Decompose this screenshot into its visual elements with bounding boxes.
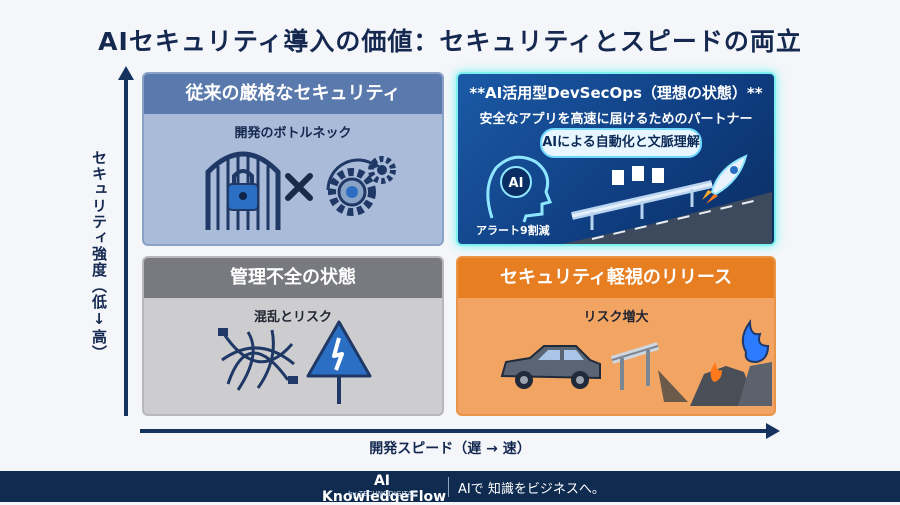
quadrant-title: 管理不全の状態 (144, 258, 442, 298)
brand-logo: AI KnowledgeFlow (322, 473, 447, 505)
quadrant-title: 従来の厳格なセキュリティ (144, 74, 442, 114)
footer-tagline: AIで 知識をビジネスへ。 (458, 482, 605, 497)
broken-guardrail-icon (610, 342, 688, 402)
ai-badge: AI (509, 176, 524, 191)
footer-bar: AI KnowledgeFlow by TECHNODIGITAL AIで 知識… (0, 471, 900, 505)
quadrant-security-neglected: セキュリティ軽視のリリース リスク増大 (456, 256, 776, 416)
quadrant-subtitle: 混乱とリスク (253, 310, 332, 325)
y-axis (124, 78, 128, 416)
quadrant-title: **AI活用型DevSecOps（理想の状態）** (469, 84, 763, 102)
quadrant-traditional-security: 従来の厳格なセキュリティ 開発のボトルネック (142, 72, 444, 246)
ai-head-icon: AI (486, 155, 553, 223)
quadrant-ai-devsecops: **AI活用型DevSecOps（理想の状態）** 安全なアプリを高速に届けるた… (456, 72, 776, 246)
rocket-icon (702, 154, 748, 204)
page-title: AIセキュリティ導入の価値：セキュリティとスピードの両立 (98, 27, 802, 56)
x-axis-label: 開発スピード（遅 → 速） (369, 441, 531, 457)
y-axis-label: セキュリティ強度（低↓高） (90, 150, 108, 361)
quadrant-title: セキュリティ軽視のリリース (458, 258, 774, 298)
locked-gate-icon (205, 151, 281, 230)
quadrant-subtitle: 開発のボトルネック (234, 126, 352, 141)
car-icon (500, 345, 601, 389)
footer-divider (448, 477, 449, 497)
gear-icon (326, 156, 396, 216)
fire-cliff-icon (690, 318, 772, 406)
tangled-cables-icon (218, 328, 298, 391)
y-axis-arrow (118, 66, 134, 80)
quadrant-subtitle: リスク増大 (583, 310, 649, 325)
quadrant-unmanaged: 管理不全の状態 混乱とリスク (142, 256, 444, 416)
quadrant-subtitle: 安全なアプリを高速に届けるためのパートナー (479, 112, 753, 127)
x-axis (140, 429, 768, 433)
guarded-road-icon (562, 166, 772, 244)
brand-byline: by TECHNODIGITAL (348, 490, 416, 498)
blocked-x-icon (285, 173, 313, 201)
automation-pill: AIによる自動化と文脈理解 (540, 128, 702, 158)
warning-sign-icon (306, 320, 372, 404)
x-axis-arrow (766, 423, 780, 439)
alert-reduction-note: アラート9割減 (476, 224, 550, 237)
